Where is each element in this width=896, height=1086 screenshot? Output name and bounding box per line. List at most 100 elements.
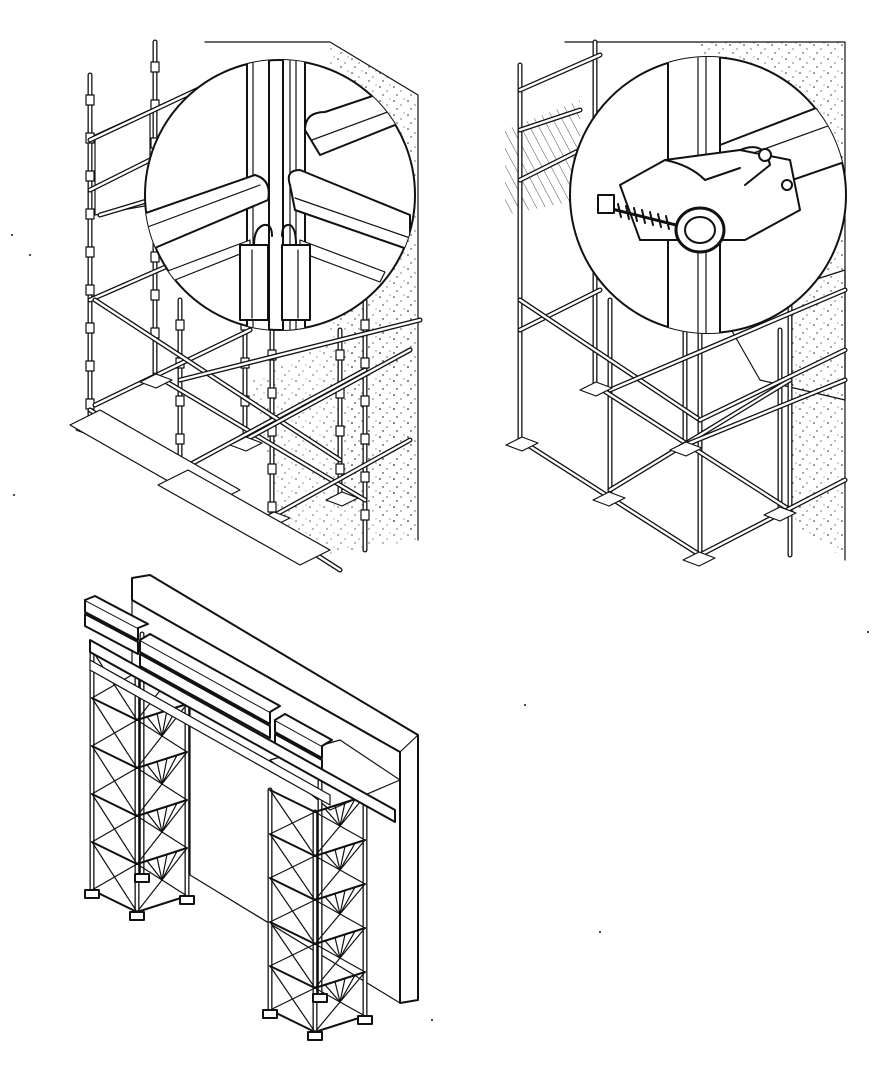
right-tower-fan-2-3 <box>339 886 356 915</box>
standard-joint-6 <box>360 319 370 331</box>
standard-joint-0 <box>85 94 95 106</box>
shoring-tower-figure <box>84 574 419 1041</box>
standard-joint-1 <box>150 61 160 73</box>
right-tower-jack-2 <box>357 1015 373 1025</box>
right-tower-fan-2-2 <box>339 889 346 915</box>
ledger-7-fill <box>93 298 342 462</box>
left-tower-rail-side-5 <box>136 895 188 913</box>
right-tower-rail-front-1 <box>269 833 316 857</box>
bolt-thread-4 <box>649 211 654 226</box>
right-tower-rail-side-4 <box>314 971 366 989</box>
left-tower-fan-1-0 <box>146 716 163 737</box>
ledger-10-fill <box>178 318 422 382</box>
standard-joint-6 <box>360 433 370 445</box>
bolt-thread-3 <box>641 209 646 224</box>
scaffold-coupler-figure <box>505 39 848 567</box>
standard-joint-4 <box>267 463 277 475</box>
standard-joint-4 <box>267 501 277 513</box>
bolt-thread-2 <box>633 207 638 222</box>
right-tower-brace-b-0 <box>269 811 316 835</box>
ledger-11-fill <box>698 348 847 422</box>
ledger-7-fill <box>518 298 702 422</box>
ledger-8-fill <box>243 348 412 442</box>
left-tower-brace-b-2 <box>91 767 138 795</box>
left-tower-brace-b-0 <box>91 671 138 699</box>
coupler-detail <box>569 56 847 334</box>
right-tower-fan-1-3 <box>339 842 356 871</box>
left-tower-fan-2-1 <box>156 760 163 785</box>
scaffold-pin-joint-figure <box>69 39 423 573</box>
left-tower-rail-front-3 <box>91 793 138 817</box>
right-tower-rail-front-3 <box>269 921 316 945</box>
standard-joint-5 <box>335 349 345 361</box>
standard-joint-0 <box>85 170 95 182</box>
standard-joint-0 <box>85 284 95 296</box>
base-plate-5 <box>325 491 359 507</box>
ledger-3-fill <box>518 288 602 332</box>
ledger-2-fill <box>518 148 582 182</box>
ledger-6-fill <box>608 378 792 492</box>
ledger-8-fill <box>683 378 847 447</box>
right-tower-rail-side-2 <box>314 883 366 901</box>
right-tower-fan-1-2 <box>339 845 346 871</box>
right-tower-fan-3-1 <box>334 936 341 959</box>
left-tower-fan-4-0 <box>146 860 163 881</box>
wall-edge <box>399 734 419 1004</box>
right-tower-rail-side-3 <box>314 927 366 945</box>
bolt-thread-6 <box>665 215 670 230</box>
left-tower-jack-3 <box>134 873 150 883</box>
left-tower-rail-front-4 <box>91 841 138 865</box>
standard-joint-2 <box>175 319 185 331</box>
standard-joint-0 <box>85 360 95 372</box>
right-tower-fan-2-1 <box>334 892 341 915</box>
left-tower-jack-0 <box>84 889 100 899</box>
standard-joint-0 <box>85 322 95 334</box>
right-tower-fan-1-0 <box>324 852 341 871</box>
left-tower-jack-1 <box>129 911 145 921</box>
base-plate-1 <box>579 381 613 397</box>
ledger-1-fill <box>88 158 152 192</box>
right-tower-fan-0-1 <box>334 804 341 827</box>
left-tower-rail-front-2 <box>91 745 138 769</box>
standard-joint-2 <box>175 395 185 407</box>
right-tower-rail-side-5 <box>314 1015 366 1033</box>
left-tower-jack-2 <box>179 895 195 905</box>
left-tower-fan-4-2 <box>161 853 168 881</box>
left-tower-fan-1-2 <box>161 709 168 737</box>
left-tower-fan-2-3 <box>161 754 178 785</box>
wall-top <box>131 574 419 1004</box>
bolt-thread-0 <box>617 203 622 218</box>
ledger-0-fill <box>518 53 602 92</box>
standard-joint-2 <box>175 433 185 445</box>
ledger-5-fill <box>153 373 367 502</box>
right-tower-jack-1 <box>307 1031 323 1041</box>
right-tower-rail-front-0 <box>269 789 316 813</box>
left-tower-fan-3-3 <box>161 802 178 833</box>
left-tower-fan-3-2 <box>161 805 168 833</box>
base-plate-0 <box>505 436 539 452</box>
base-plate-5 <box>763 506 797 522</box>
left-tower-brace-b-3 <box>91 815 138 843</box>
standard-joint-6 <box>360 509 370 521</box>
ground-texture <box>250 300 418 560</box>
right-tower-rail-front-2 <box>269 877 316 901</box>
right-tower-rail-front-4 <box>269 965 316 989</box>
base-plate-1 <box>139 373 173 389</box>
standard-joint-5 <box>335 463 345 475</box>
right-tower-fan-1-1 <box>334 848 341 871</box>
right-tower-jack-0 <box>262 1009 278 1019</box>
standard-joint-5 <box>335 425 345 437</box>
formwork-beams <box>84 595 396 823</box>
right-tower-brace-b-2 <box>269 899 316 923</box>
base-plate-3 <box>229 436 263 452</box>
right-tower-fan-0-0 <box>324 808 341 827</box>
base-plate-2 <box>592 491 626 507</box>
left-tower-rail-side-2 <box>136 751 188 769</box>
right-tower-fan-4-3 <box>339 974 356 1003</box>
right-tower-fan-4-1 <box>334 980 341 1003</box>
ledger-9-fill <box>273 438 412 517</box>
sole-board-1 <box>157 469 331 566</box>
left-tower-fan-1-1 <box>156 712 163 737</box>
right-tower-brace-b-3 <box>269 943 316 967</box>
